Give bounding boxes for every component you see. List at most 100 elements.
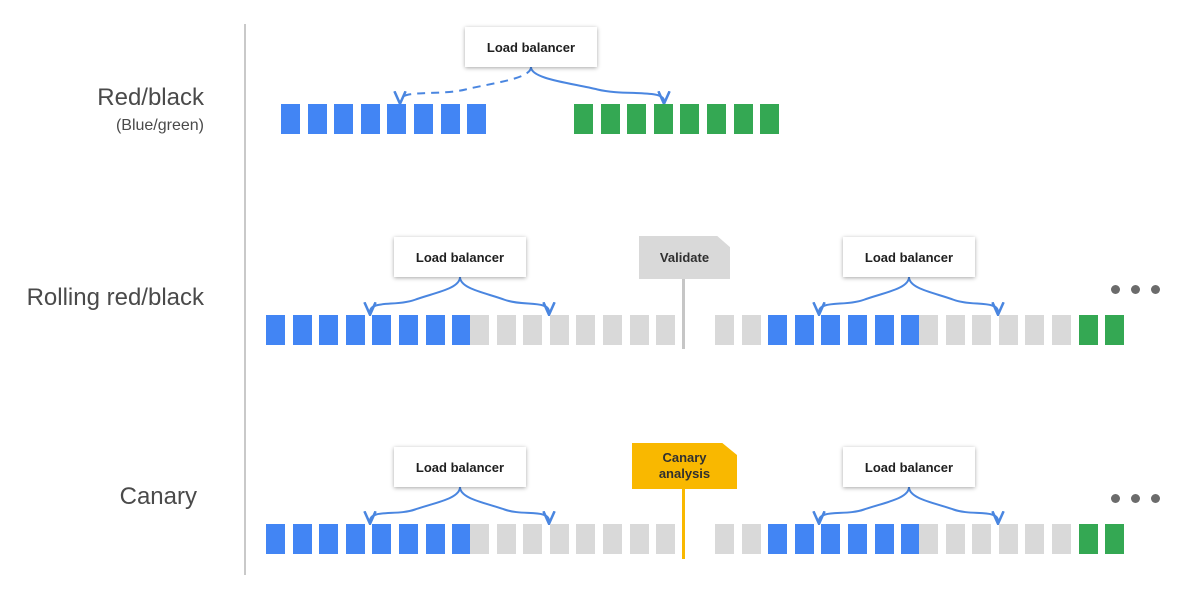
instance-gray — [629, 524, 649, 554]
instance-gray — [1052, 524, 1071, 554]
instance-gray — [1025, 524, 1045, 554]
routing-arrow-solid — [459, 276, 549, 312]
instance-gray — [972, 524, 992, 554]
instance-green — [1105, 524, 1125, 554]
instance-gray — [656, 524, 676, 554]
instance-green — [574, 104, 593, 134]
instance-gray — [945, 524, 965, 554]
instance-gray — [1052, 315, 1071, 345]
load-balancer-rolling-1: Load balancer — [394, 237, 526, 277]
instance-blue — [848, 315, 867, 345]
instance-blue — [848, 524, 867, 554]
instance-blue — [319, 315, 339, 345]
instance-gray — [549, 315, 569, 345]
instance-gray — [715, 524, 734, 554]
instance-green — [653, 104, 673, 134]
instance-blue — [452, 315, 472, 345]
instance-gray — [629, 315, 649, 345]
load-balancer-rolling-2: Load balancer — [843, 237, 975, 277]
continues-ellipsis-rolling — [1111, 285, 1160, 294]
instance-blue — [874, 315, 894, 345]
instance-blue — [387, 104, 407, 134]
instance-blue — [345, 315, 365, 345]
instance-gray — [603, 315, 622, 345]
instance-gray — [945, 315, 965, 345]
instance-blue — [266, 315, 285, 345]
routing-arrow-dashed — [400, 66, 532, 101]
row-title-red-black: Red/black — [97, 84, 204, 111]
routing-arrow-solid — [370, 276, 461, 312]
instance-green — [600, 104, 620, 134]
instance-blue — [307, 104, 327, 134]
instance-gray — [576, 524, 596, 554]
continues-ellipsis-canary — [1111, 494, 1160, 503]
instance-gray — [576, 315, 596, 345]
routing-arrow-solid — [908, 276, 998, 312]
instance-gray — [603, 524, 622, 554]
routing-arrow-solid — [819, 276, 910, 312]
instance-gray — [1025, 315, 1045, 345]
instance-gray — [715, 315, 734, 345]
instance-blue — [794, 315, 814, 345]
row-title-canary: Canary — [119, 483, 197, 510]
instance-gray — [741, 524, 761, 554]
instance-green — [1105, 315, 1125, 345]
instance-blue — [874, 524, 894, 554]
instance-blue — [821, 315, 841, 345]
validate-pole — [682, 278, 685, 349]
instance-gray — [998, 524, 1018, 554]
canary-analysis-flag: Canary analysis — [632, 443, 737, 489]
row-title-rolling-red-black: Rolling red/black — [26, 284, 204, 311]
load-balancer-canary-2: Load balancer — [843, 447, 975, 487]
instance-green — [627, 104, 647, 134]
instance-gray — [523, 315, 543, 345]
instance-gray — [919, 315, 938, 345]
instance-gray — [496, 315, 516, 345]
instance-gray — [496, 524, 516, 554]
row-subtitle-blue-green: (Blue/green) — [115, 117, 204, 134]
instance-blue — [292, 524, 312, 554]
instance-blue — [266, 524, 285, 554]
instance-blue — [467, 104, 487, 134]
routing-arrow-solid — [530, 66, 664, 101]
validate-flag: Validate — [639, 236, 730, 279]
canary-analysis-pole — [682, 487, 685, 559]
instance-blue — [425, 524, 445, 554]
instance-blue — [372, 315, 392, 345]
routing-arrow-solid — [908, 486, 998, 521]
instance-blue — [372, 524, 392, 554]
instance-gray — [972, 315, 992, 345]
instance-blue — [334, 104, 354, 134]
instance-green — [680, 104, 700, 134]
instance-blue — [345, 524, 365, 554]
instance-gray — [470, 315, 489, 345]
instance-gray — [998, 315, 1018, 345]
instance-gray — [741, 315, 761, 345]
instance-gray — [470, 524, 489, 554]
routing-arrow-solid — [459, 486, 549, 521]
instance-blue — [901, 524, 921, 554]
instance-blue — [452, 524, 472, 554]
instance-blue — [794, 524, 814, 554]
instance-blue — [292, 315, 312, 345]
instance-blue — [440, 104, 460, 134]
instance-green — [760, 104, 780, 134]
instance-blue — [399, 315, 418, 345]
instance-blue — [281, 104, 300, 134]
instance-blue — [901, 315, 921, 345]
instance-blue — [768, 524, 788, 554]
instance-gray — [919, 524, 938, 554]
instance-blue — [360, 104, 380, 134]
instance-gray — [523, 524, 543, 554]
instance-green — [707, 104, 726, 134]
instance-blue — [319, 524, 339, 554]
instance-blue — [768, 315, 788, 345]
instance-blue — [821, 524, 841, 554]
instance-green — [1078, 524, 1098, 554]
routing-arrow-solid — [819, 486, 910, 521]
instance-blue — [425, 315, 445, 345]
routing-arrow-solid — [370, 486, 461, 521]
row-label-divider — [244, 24, 246, 575]
